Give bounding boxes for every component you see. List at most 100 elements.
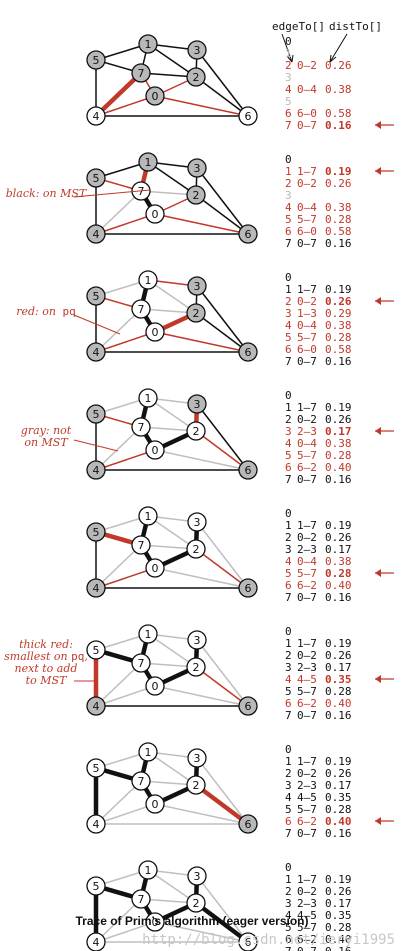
vertex-label: 2 xyxy=(193,425,200,438)
table-dist: 0.58 xyxy=(325,107,352,120)
table-edge: 6–0 xyxy=(297,225,317,238)
vertex-label: 4 xyxy=(93,582,100,595)
next-arrowhead xyxy=(375,167,381,175)
vertex-label: 6 xyxy=(245,936,252,949)
annotation-line: on MST xyxy=(24,436,69,449)
table-vertex: 7 xyxy=(285,827,292,840)
graph-edge xyxy=(93,70,144,119)
vertex-label: 4 xyxy=(93,464,100,477)
graph-edge xyxy=(95,567,156,589)
table-dist: 0.28 xyxy=(325,685,352,698)
table-vertex: 0 xyxy=(285,861,292,874)
vertex-circle xyxy=(186,657,206,677)
table-vertex: 7 xyxy=(285,945,292,951)
graph-edge xyxy=(95,803,156,825)
table-edge: 4–5 xyxy=(297,673,317,686)
graph-edge xyxy=(95,898,142,943)
graph-edge xyxy=(193,782,251,827)
graph-edge xyxy=(95,190,142,235)
table-dist: 0.26 xyxy=(325,767,352,780)
graph-edge xyxy=(95,95,156,117)
vertex-label: 1 xyxy=(145,274,152,287)
next-arrowhead xyxy=(375,427,381,435)
vertex-circle xyxy=(238,578,258,598)
next-arrowhead xyxy=(375,569,381,577)
annotation-line: next to add xyxy=(15,662,78,675)
vertex-label: 0 xyxy=(152,326,159,339)
graph-edges xyxy=(93,43,249,119)
table-vertex: 5 xyxy=(285,567,292,580)
table-dist: 0.38 xyxy=(325,83,352,96)
vertex-circle xyxy=(131,889,151,909)
table-vertex: 6 xyxy=(285,933,292,946)
table-dist: 0.35 xyxy=(325,791,352,804)
table-vertex: 6 xyxy=(285,225,292,238)
annotation-line: thick red: xyxy=(19,638,73,651)
table-edge: 0–2 xyxy=(297,885,317,898)
table-dist: 0.35 xyxy=(325,909,352,922)
table-dist: 0.26 xyxy=(325,885,352,898)
vertex-label: 1 xyxy=(145,510,152,523)
graph-edge xyxy=(147,751,197,786)
vertex-label: 7 xyxy=(138,303,145,316)
next-arrowhead xyxy=(375,121,381,129)
vertex-circle xyxy=(145,86,165,106)
table-dist: 0.16 xyxy=(325,237,352,250)
table-edge: 6–2 xyxy=(297,461,317,474)
vertex-label: 6 xyxy=(245,582,252,595)
table-vertex: 2 xyxy=(285,531,292,544)
vertex-label: 1 xyxy=(145,628,152,641)
table-vertex: 6 xyxy=(285,815,292,828)
vertex-circle xyxy=(145,676,165,696)
graph-edge xyxy=(154,685,249,707)
table-vertex: 1 xyxy=(285,165,292,178)
vertex-circle xyxy=(238,932,258,951)
graph-edge xyxy=(196,639,249,707)
table-edge: 5–7 xyxy=(297,921,317,934)
table-vertex: 0 xyxy=(285,389,292,402)
table-dist: 0.16 xyxy=(325,119,352,132)
table-edge: 1–7 xyxy=(297,755,317,768)
graph-edge xyxy=(195,312,249,353)
vertex-label: 6 xyxy=(245,464,252,477)
table-edge: 0–2 xyxy=(297,649,317,662)
graph-edge xyxy=(147,397,197,432)
vertex-label: 3 xyxy=(194,752,201,765)
vertex-label: 6 xyxy=(245,110,252,123)
table-vertex: 2 xyxy=(285,649,292,662)
vertex-circle xyxy=(186,539,206,559)
table-dist: 0.17 xyxy=(325,425,352,438)
table-vertex: 4 xyxy=(285,319,292,332)
graph-edge xyxy=(147,43,197,78)
table-dist: 0.19 xyxy=(325,519,352,532)
annotation-line: red: on pq xyxy=(16,305,76,318)
table-dist: 0.26 xyxy=(325,649,352,662)
vertex-circle xyxy=(131,653,151,673)
vertex-label: 5 xyxy=(93,762,100,775)
vertex-circle xyxy=(186,67,206,87)
table-edge: 0–4 xyxy=(297,83,317,96)
table-dist: 0.17 xyxy=(325,661,352,674)
table-dist: 0.28 xyxy=(325,803,352,816)
vertex-label: 2 xyxy=(193,307,200,320)
graph-edges xyxy=(95,395,249,471)
vertex-circle xyxy=(138,742,158,762)
graph-edge xyxy=(154,95,249,117)
graph-edge xyxy=(95,331,156,353)
graph-edges xyxy=(95,277,249,353)
vertex-label: 7 xyxy=(138,67,145,80)
vertex-circle xyxy=(145,912,165,932)
table-dist: 0.38 xyxy=(325,319,352,332)
table-edge: 0–2 xyxy=(297,531,317,544)
vertex-circle xyxy=(86,106,106,126)
table-vertex: 4 xyxy=(285,909,292,922)
table-dist: 0.40 xyxy=(325,697,352,710)
table-dist: 0.40 xyxy=(325,933,352,946)
vertex-label: 0 xyxy=(152,90,159,103)
graph-edge xyxy=(147,869,197,904)
